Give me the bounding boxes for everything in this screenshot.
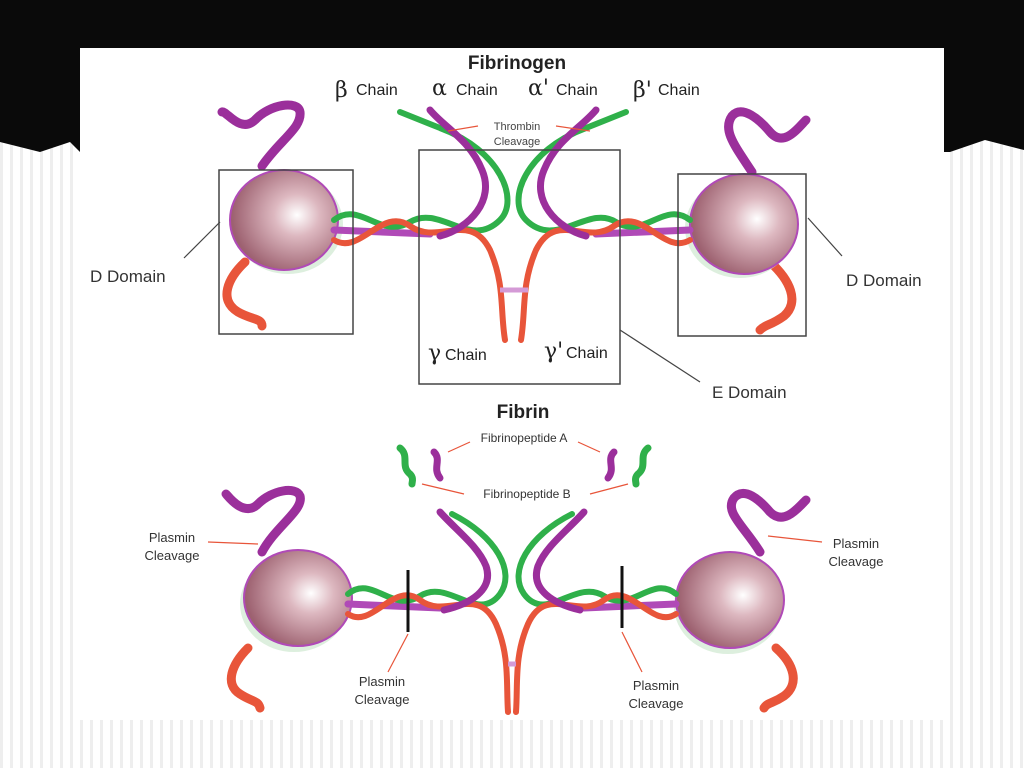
e-domain-label: E Domain — [712, 383, 787, 402]
d-domain-right-leader — [807, 217, 843, 257]
plasmin-upper-right-line1: Plasmin — [833, 536, 879, 551]
beta-prime-chain-label: Chain — [658, 82, 700, 99]
plasmin-lower-right-line1: Plasmin — [633, 678, 679, 693]
plasmin-upper-left-line1: Plasmin — [149, 530, 195, 545]
gamma-prime-chain-symbol: γ' — [544, 339, 563, 364]
right-coiled-coil — [515, 106, 694, 343]
gamma-prime-chain-label: Chain — [566, 345, 608, 362]
left-d-domain-box — [218, 169, 354, 335]
plasmin-upper-right-line2: Cleavage — [829, 554, 884, 569]
fibrinopeptide-a-leader-right — [577, 441, 601, 453]
beta-chain-symbol: β — [335, 78, 348, 103]
gamma-chain-label: Chain — [445, 347, 487, 364]
fibrin-right-coil — [513, 508, 680, 715]
fibrinopeptide-a-leader-left — [447, 441, 471, 453]
fibrinopeptide-b-leader-left — [421, 483, 465, 495]
fibrinopeptide-fragments — [396, 444, 652, 488]
fibrin-molecule — [221, 485, 811, 715]
plasmin-lower-left-line1: Plasmin — [359, 674, 405, 689]
d-domain-right-label: D Domain — [846, 271, 922, 290]
fibrin-title: Fibrin — [497, 402, 550, 423]
plasmin-upper-right-leader — [767, 535, 823, 543]
alpha-chain-label: Chain — [456, 82, 498, 99]
plasmin-lower-right-line2: Cleavage — [629, 696, 684, 711]
right-d-domain-globule — [685, 107, 811, 335]
left-coiled-coil — [330, 106, 511, 343]
fibrinopeptide-b-leader-right — [589, 483, 629, 495]
fibrinopeptide-a-label: Fibrinopeptide A — [481, 431, 568, 445]
thrombin-cleavage-line2: Cleavage — [494, 136, 540, 148]
fibrinogen-fibrin-diagram: Fibrinogen β Chain α Chain α' Chain β' C… — [80, 48, 944, 720]
thrombin-leader-left — [447, 125, 479, 132]
plasmin-lower-left-leader — [387, 633, 409, 673]
e-domain-leader — [619, 329, 701, 383]
fibrin-left-coil — [344, 508, 511, 715]
gamma-chain-symbol: γ — [428, 341, 441, 366]
right-d-domain-box — [677, 173, 807, 337]
fibrinogen-title: Fibrinogen — [468, 53, 566, 74]
beta-chain-label: Chain — [356, 82, 398, 99]
alpha-prime-chain-label: Chain — [556, 82, 598, 99]
d-domain-left-label: D Domain — [90, 267, 166, 286]
alpha-prime-chain-symbol: α' — [528, 76, 549, 101]
fibrinogen-molecule — [217, 100, 811, 343]
beta-prime-chain-symbol: β' — [633, 78, 652, 103]
plasmin-upper-left-leader — [207, 541, 259, 545]
fibrinopeptide-b-label: Fibrinopeptide B — [483, 487, 570, 501]
alpha-chain-symbol: α — [432, 76, 447, 101]
fibrinogen-fibrin-figure: Fibrinogen β Chain α Chain α' Chain β' C… — [80, 48, 944, 720]
plasmin-upper-left-line2: Cleavage — [145, 548, 200, 563]
d-domain-left-leader — [183, 221, 221, 259]
plasmin-lower-right-leader — [621, 631, 643, 673]
thrombin-leader-right — [555, 125, 591, 132]
thrombin-cleavage-line1: Thrombin — [494, 121, 540, 133]
fibrin-left-d-domain — [221, 485, 353, 713]
plasmin-lower-left-line2: Cleavage — [355, 692, 410, 707]
fibrin-right-d-domain — [674, 488, 811, 713]
e-domain-box — [418, 149, 621, 385]
